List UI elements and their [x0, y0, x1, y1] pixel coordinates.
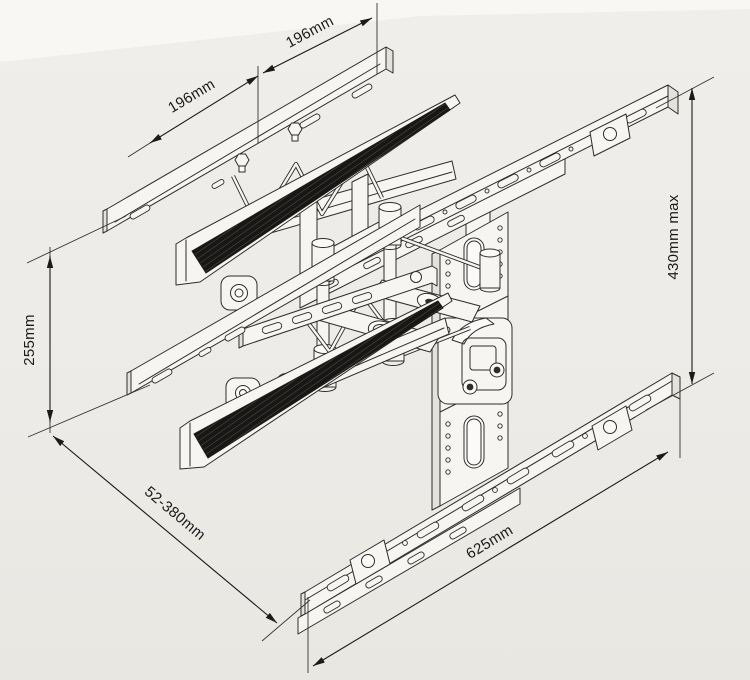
- pivot-pin-wall: [479, 248, 501, 293]
- dim-label-430-max: 430mm max: [665, 194, 682, 279]
- dim-bracket-height: 255mm: [21, 256, 54, 422]
- dim-label-52-380: 52-380mm: [141, 483, 209, 544]
- tv-rail-bottom: [126, 204, 421, 396]
- tv-rail-top-slots: [129, 83, 373, 220]
- dim-label-255: 255mm: [21, 314, 38, 366]
- paper-edge-highlight: [0, 0, 750, 62]
- column-center-plate: [437, 317, 513, 405]
- dim-max-vertical: 430mm max: [665, 88, 696, 384]
- pivot-housing-upper: [220, 275, 258, 311]
- wall-rail-top-clamp: [589, 113, 631, 157]
- tv-bracket-blade-bottom: [179, 292, 453, 470]
- tv-bracket-blade-top: [175, 94, 461, 286]
- tv-rail-bottom-slots: [151, 326, 246, 384]
- tilt-bar: [238, 265, 438, 349]
- dim-label-196-left: 196mm: [165, 76, 218, 117]
- mounting-screws: [234, 122, 303, 173]
- dim-extension-range: 52-380mm: [52, 435, 278, 624]
